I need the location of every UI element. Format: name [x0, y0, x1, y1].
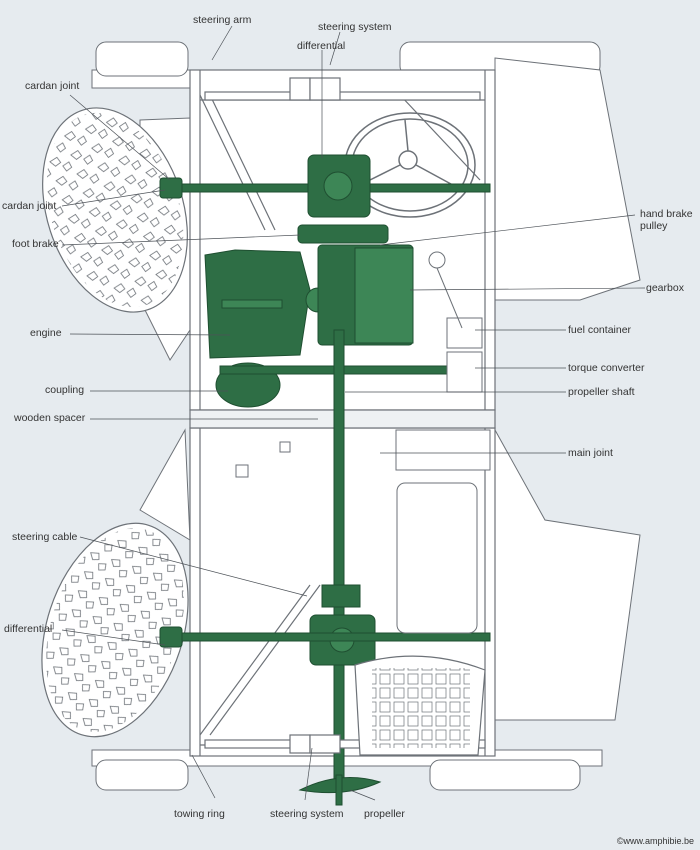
front-left-bumper	[95, 41, 189, 77]
rear-square-marker	[235, 464, 249, 478]
label-engine: engine	[30, 327, 62, 339]
steering-linkage	[204, 77, 486, 754]
label-hand-brake-pulley: hand brake pulley	[640, 208, 693, 232]
rear-right-fender	[494, 428, 641, 721]
label-cardan-joint-2: cardan joint	[2, 200, 57, 212]
label-coupling: coupling	[45, 384, 85, 396]
label-fuel-container: fuel container	[568, 324, 632, 336]
rear-joint	[321, 584, 361, 608]
label-towing-ring: towing ring	[174, 808, 225, 820]
front-right-fender	[494, 57, 641, 301]
rear-right-bumper	[429, 759, 581, 791]
rear-left-tire	[41, 522, 189, 738]
label-differential-top: differential	[297, 40, 346, 52]
label-foot-brake: foot brake	[12, 238, 59, 250]
label-cardan-joint-1: cardan joint	[25, 80, 80, 92]
rear-cardan-joint	[159, 626, 183, 648]
callout-lines	[61, 25, 646, 801]
front-cardan-joint	[159, 177, 183, 199]
rear-left-bumper	[95, 759, 189, 791]
label-wooden-spacer: wooden spacer	[14, 412, 86, 424]
label-steering-cable: steering cable	[12, 531, 78, 543]
label-gearbox: gearbox	[646, 282, 684, 294]
label-steering-system-bottom: steering system	[270, 808, 344, 820]
label-differential-bottom: differential	[4, 623, 53, 635]
label-main-joint: main joint	[568, 447, 613, 459]
label-steering-arm: steering arm	[193, 14, 252, 26]
rear-axle-shaft	[159, 632, 491, 642]
right-components	[235, 251, 491, 634]
seat	[354, 655, 486, 756]
credit-text: ©www.amphibie.be	[616, 836, 694, 846]
label-torque-converter: torque converter	[568, 362, 645, 374]
front-left-tire	[42, 107, 188, 313]
label-propeller: propeller	[364, 808, 405, 820]
main-joint-box	[395, 429, 491, 471]
rear-square-marker-2	[279, 441, 291, 453]
propeller-shaft-cross	[219, 365, 481, 375]
propeller-shaft	[333, 329, 345, 791]
foot-brake-disc	[297, 224, 389, 244]
label-propeller-shaft: propeller shaft	[568, 386, 635, 398]
rear-left-fender	[139, 428, 191, 541]
rear-hatch	[396, 482, 478, 634]
label-steering-system-top: steering system	[318, 21, 392, 33]
drivetrain	[159, 154, 491, 806]
fuel-container-box	[446, 317, 483, 349]
torque-converter-box	[446, 351, 483, 393]
hand-brake-lever	[428, 251, 446, 269]
